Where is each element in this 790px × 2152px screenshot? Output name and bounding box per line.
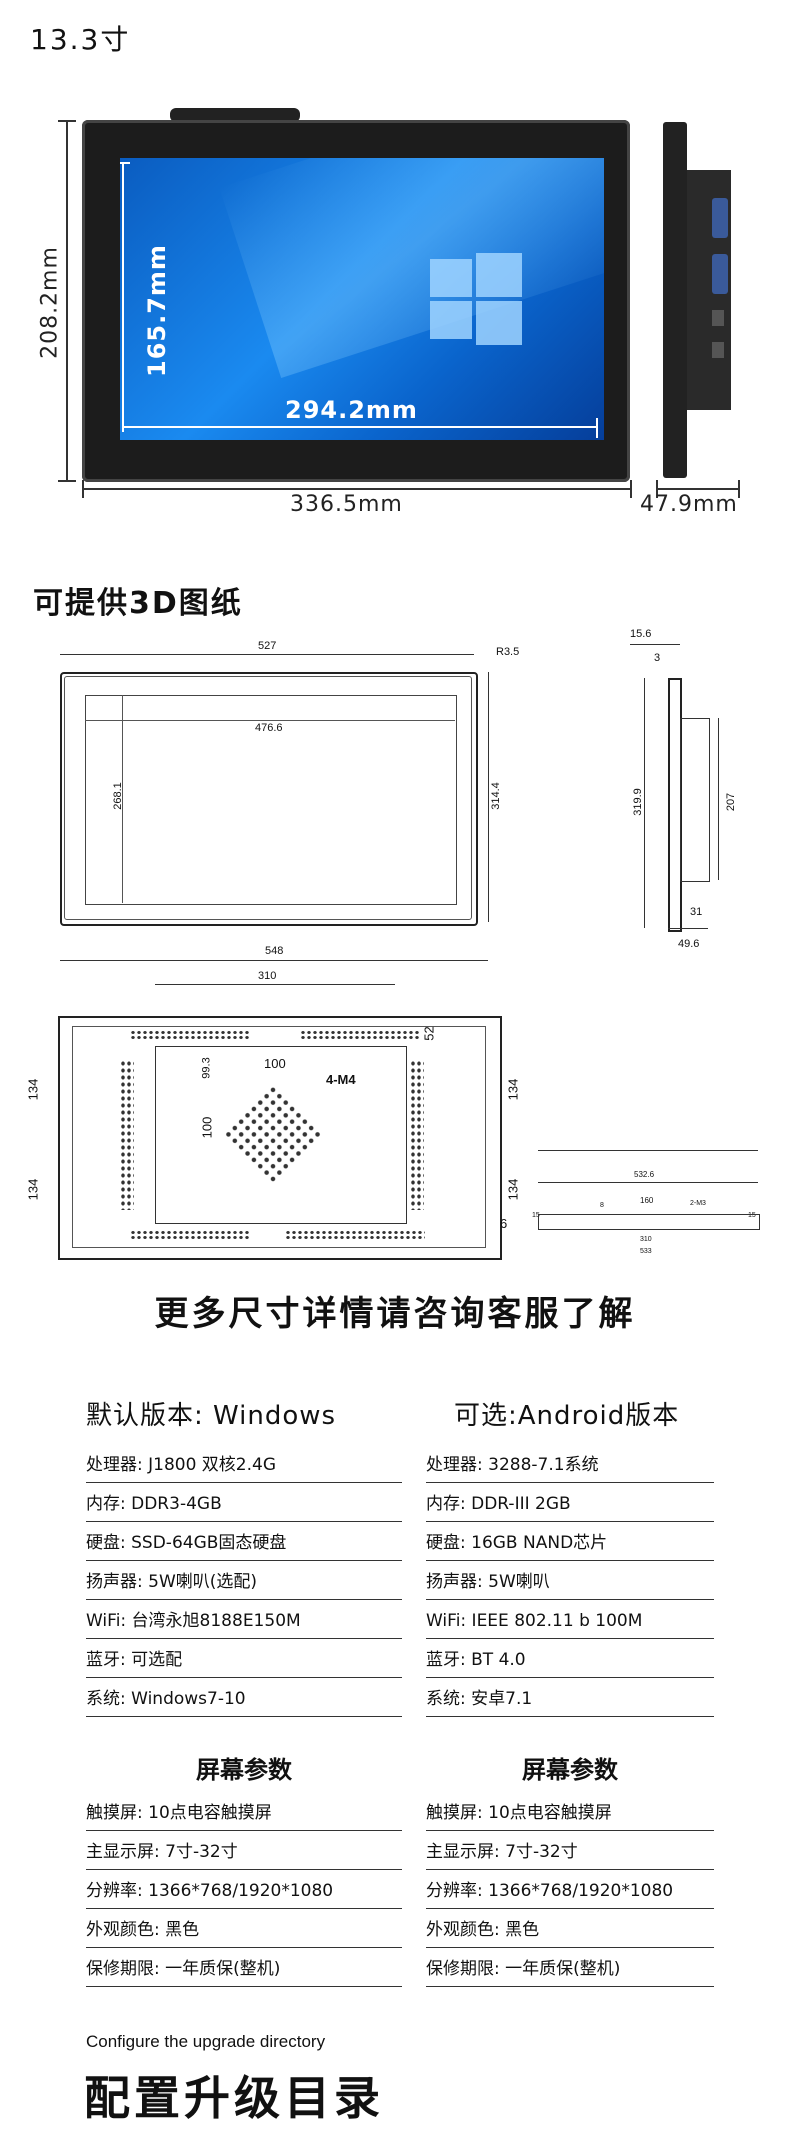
- upgrade-subtitle: Configure the upgrade directory: [86, 2032, 326, 2051]
- screen-params-title: 屏幕参数: [196, 1756, 292, 1784]
- spec-row: 蓝牙: BT 4.0: [426, 1639, 714, 1678]
- spec-row: 触摸屏: 10点电容触摸屏: [86, 1792, 402, 1831]
- drawing-title: 可提供3D图纸: [33, 586, 243, 621]
- screen-params-left: 屏幕参数 触摸屏: 10点电容触摸屏 主显示屏: 7寸-32寸 分辨率: 136…: [86, 1740, 402, 1987]
- spec-row: WiFi: IEEE 802.11 b 100M: [426, 1600, 714, 1639]
- back-drawing: [58, 1016, 502, 1260]
- spec-row: 分辨率: 1366*768/1920*1080: [86, 1870, 402, 1909]
- spec-row: 外观颜色: 黑色: [426, 1909, 714, 1948]
- spec-row: 保修期限: 一年质保(整机): [86, 1948, 402, 1987]
- default-version-title: 默认版本: Windows: [86, 1401, 337, 1431]
- spec-row: 处理器: J1800 双核2.4G: [86, 1444, 402, 1483]
- total-width-label: 336.5mm: [290, 492, 403, 517]
- spec-row: WiFi: 台湾永旭8188E150M: [86, 1600, 402, 1639]
- default-version-table: 默认版本: Windows 处理器: J1800 双核2.4G 内存: DDR3…: [86, 1388, 402, 1717]
- spec-row: 系统: 安卓7.1: [426, 1678, 714, 1717]
- serial-port-icon: [712, 198, 728, 238]
- antenna: [170, 108, 300, 122]
- screen-height-label: 165.7mm: [143, 244, 171, 377]
- screen-params-title: 屏幕参数: [522, 1756, 618, 1784]
- monitor-front: 165.7mm 294.2mm: [82, 120, 630, 482]
- spec-row: 扬声器: 5W喇叭: [426, 1561, 714, 1600]
- monitor-side: [663, 122, 687, 478]
- total-height-label: 208.2mm: [37, 246, 63, 359]
- upgrade-title: 配置升级目录: [84, 2071, 384, 2125]
- optional-version-title: 可选:Android版本: [454, 1401, 680, 1431]
- screen-params-right: 屏幕参数 触摸屏: 10点电容触摸屏 主显示屏: 7寸-32寸 分辨率: 136…: [426, 1740, 714, 1987]
- bottom-drawing: [538, 1150, 758, 1151]
- spec-row: 主显示屏: 7寸-32寸: [426, 1831, 714, 1870]
- screen-width-label: 294.2mm: [285, 396, 418, 424]
- spec-row: 主显示屏: 7寸-32寸: [86, 1831, 402, 1870]
- optional-version-table: 可选:Android版本 处理器: 3288-7.1系统 内存: DDR-III…: [426, 1388, 714, 1717]
- side-drawing: [668, 678, 682, 932]
- size-title: 13.3寸: [30, 23, 131, 56]
- spec-row: 保修期限: 一年质保(整机): [426, 1948, 714, 1987]
- spec-row: 蓝牙: 可选配: [86, 1639, 402, 1678]
- depth-label: 47.9mm: [640, 492, 738, 517]
- spec-row: 内存: DDR-III 2GB: [426, 1483, 714, 1522]
- spec-row: 分辨率: 1366*768/1920*1080: [426, 1870, 714, 1909]
- spec-row: 外观颜色: 黑色: [86, 1909, 402, 1948]
- spec-row: 硬盘: SSD-64GB固态硬盘: [86, 1522, 402, 1561]
- serial-port-icon: [712, 254, 728, 294]
- spec-row: 系统: Windows7-10: [86, 1678, 402, 1717]
- spec-row: 硬盘: 16GB NAND芯片: [426, 1522, 714, 1561]
- spec-row: 内存: DDR3-4GB: [86, 1483, 402, 1522]
- more-sizes-text: 更多尺寸详情请咨询客服了解: [154, 1294, 636, 1334]
- spec-row: 触摸屏: 10点电容触摸屏: [426, 1792, 714, 1831]
- spec-row: 处理器: 3288-7.1系统: [426, 1444, 714, 1483]
- front-drawing: [60, 672, 478, 926]
- spec-row: 扬声器: 5W喇叭(选配): [86, 1561, 402, 1600]
- screen: 165.7mm 294.2mm: [120, 158, 604, 440]
- windows-logo-icon: [430, 253, 522, 345]
